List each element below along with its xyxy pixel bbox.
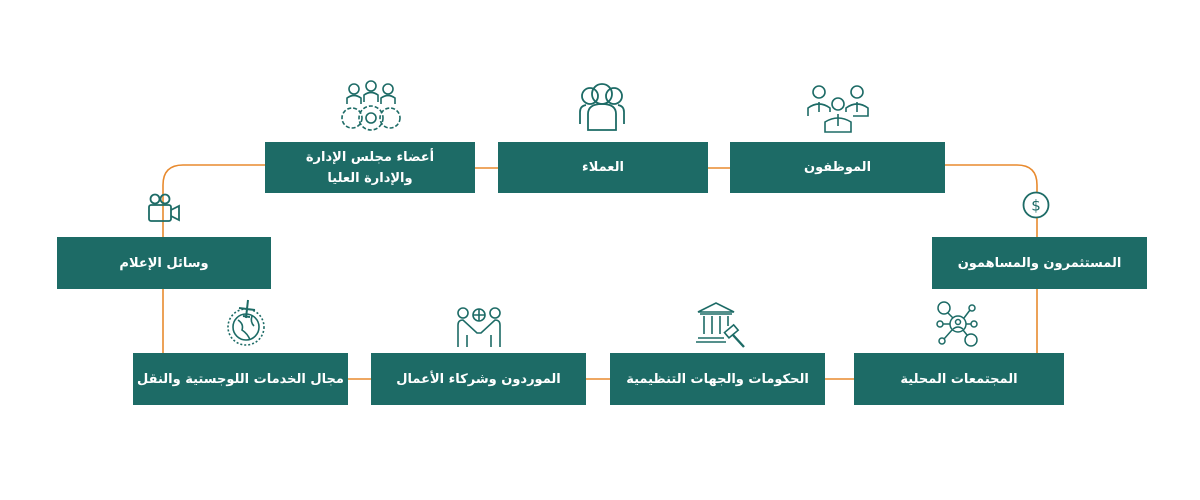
stakeholder-customers: العملاء	[498, 142, 708, 193]
dollar-coin-icon: $	[1022, 191, 1050, 219]
stakeholder-communities: المجتمعات المحلية	[854, 353, 1064, 405]
board-gears-icon	[341, 80, 401, 131]
stakeholder-board: أعضاء مجلس الإدارة والإدارة العليا	[265, 142, 475, 193]
stakeholder-label: الموظفون	[803, 160, 872, 175]
stakeholder-employees: الموظفون	[730, 142, 945, 193]
handshake-icon	[457, 307, 501, 347]
customers-icon	[579, 83, 625, 131]
stakeholder-logistics: مجال الخدمات اللوجستية والنقل	[133, 353, 348, 405]
stakeholder-label: مجال الخدمات اللوجستية والنقل	[137, 371, 344, 387]
stakeholder-investors: المستثمرون والمساهمون	[932, 237, 1147, 289]
stakeholder-media: وسائل الإعلام	[57, 237, 271, 289]
stakeholder-label: المستثمرون والمساهمون	[957, 255, 1122, 271]
stakeholder-label: الحكومات والجهات التنظيمية	[626, 371, 809, 387]
stakeholder-label: أعضاء مجلس الإدارة والإدارة العليا	[305, 149, 435, 186]
courthouse-gavel-icon	[696, 302, 745, 348]
globe-plane-icon	[227, 299, 265, 346]
connector-employees-investors	[945, 164, 1038, 237]
stakeholder-label: العملاء	[582, 160, 624, 175]
employees-icon	[807, 85, 869, 133]
stakeholder-label: الموردون وشركاء الأعمال	[396, 371, 561, 387]
stakeholder-suppliers: الموردون وشركاء الأعمال	[371, 353, 586, 405]
stakeholder-label: المجتمعات المحلية	[900, 371, 1018, 387]
community-network-icon	[936, 301, 978, 347]
connector-media-board	[162, 164, 265, 237]
svg-text:$: $	[1031, 197, 1041, 215]
video-camera-icon	[148, 193, 180, 222]
stakeholder-government: الحكومات والجهات التنظيمية	[610, 353, 825, 405]
stakeholder-label: وسائل الإعلام	[119, 255, 209, 271]
